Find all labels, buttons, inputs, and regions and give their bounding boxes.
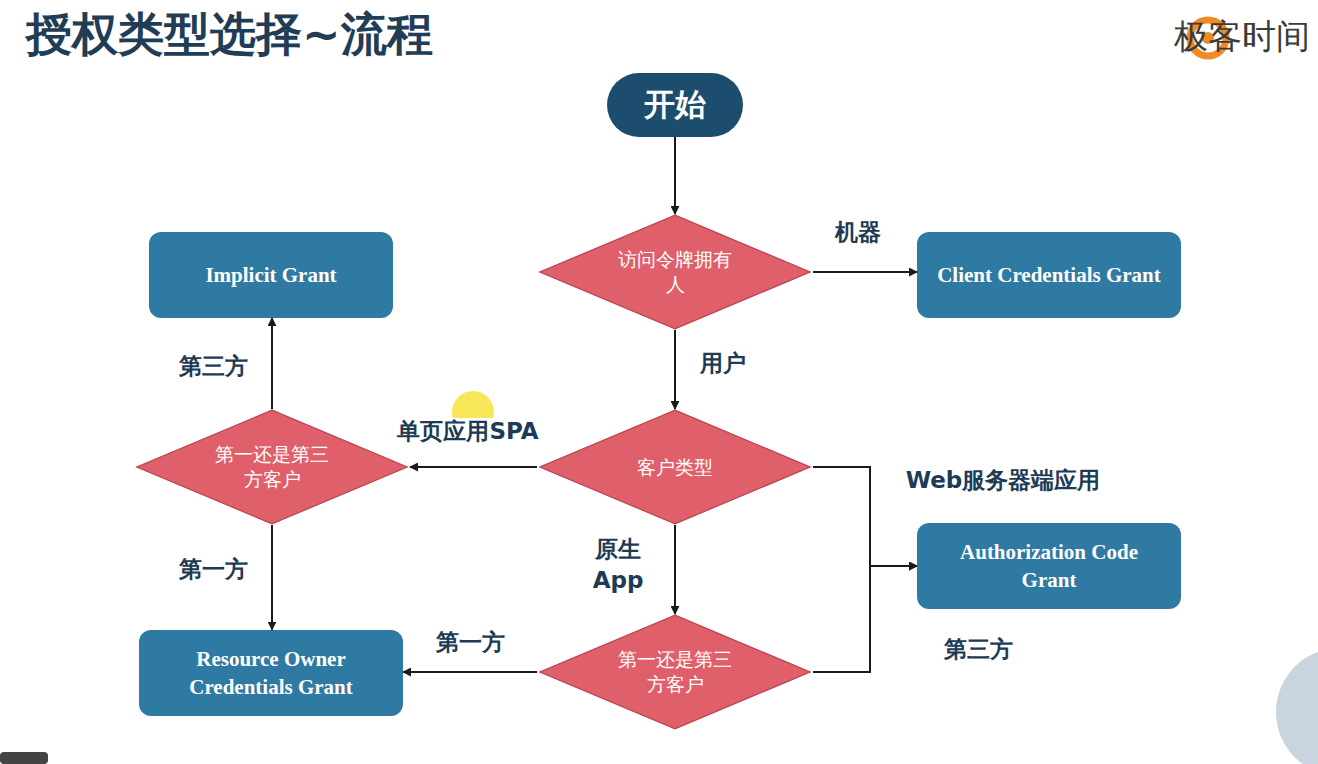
edge-label: Web服务器端应用 [903, 467, 1104, 495]
grant-box: Authorization Code Grant [917, 523, 1181, 610]
flow-arrow [813, 566, 917, 672]
node-text: 开始 [644, 84, 706, 126]
node-text: Authorization Code Grant [920, 530, 1178, 603]
flow-arrow [674, 330, 676, 409]
edge-label: 原生 App [585, 534, 651, 596]
flow-arrow [813, 467, 917, 566]
decision-diamond: 客户类型 [537, 409, 813, 525]
decision-diamond: 第一还是第三方客户 [134, 409, 410, 525]
node-text: 第一还是第三方客户 [213, 442, 331, 491]
flow-arrow [674, 137, 676, 214]
flow-arrow [271, 318, 273, 409]
flow-arrow [813, 271, 917, 273]
grant-box: Resource Owner Credentials Grant [139, 630, 403, 717]
flow-arrow [271, 525, 273, 630]
diamond-outline [134, 409, 410, 525]
grant-box: Client Credentials Grant [917, 232, 1181, 319]
logo-text: 极客时间 [1174, 14, 1310, 60]
node-text: 第一还是第三方客户 [616, 647, 734, 696]
edge-label: 单页应用SPA [394, 418, 541, 446]
node-text: 访问令牌拥有人 [616, 247, 734, 296]
node-text: Resource Owner Credentials Grant [142, 637, 400, 710]
slide-title: 授权类型选择~流程 [26, 4, 433, 66]
flow-arrow [674, 525, 676, 614]
grant-box: Implicit Grant [149, 232, 393, 318]
node-text: 客户类型 [616, 455, 734, 480]
decision-diamond: 访问令牌拥有人 [537, 214, 813, 330]
start-terminal: 开始 [607, 73, 743, 137]
node-text: Implicit Grant [193, 253, 348, 297]
edge-label: 第三方 [941, 636, 1016, 664]
node-text: Client Credentials Grant [925, 253, 1173, 297]
edge-label: 第三方 [176, 353, 251, 381]
flow-arrow [410, 466, 537, 468]
diamond-outline [537, 214, 813, 330]
player-control [0, 752, 48, 764]
edge-label: 用户 [697, 350, 749, 378]
edge-label: 第一方 [433, 629, 508, 657]
presenter-photo [1276, 648, 1318, 764]
diamond-outline [537, 614, 813, 730]
flow-arrow [403, 671, 537, 673]
edge-label: 第一方 [176, 556, 251, 584]
decision-diamond: 第一还是第三方客户 [537, 614, 813, 730]
edge-label: 机器 [832, 219, 884, 247]
